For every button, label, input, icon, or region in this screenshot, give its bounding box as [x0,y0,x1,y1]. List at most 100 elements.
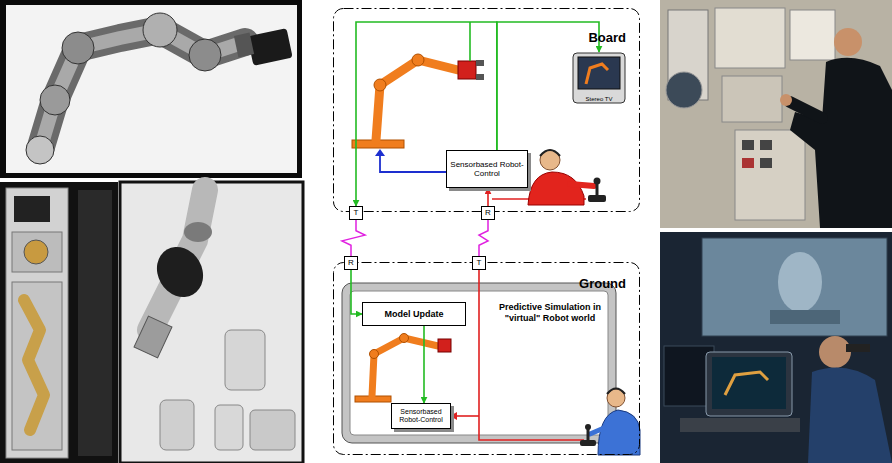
panel-heading: Ground [579,276,626,291]
operator-figure [570,184,594,186]
box-label: R [348,258,354,267]
robot-arm-photo [234,33,254,58]
rack-photo [24,240,48,264]
astronaut-photo [666,72,702,108]
radio-link [342,220,365,256]
ground-station-photo [702,238,887,336]
panel-heading: Board [588,30,626,45]
operator-figure [580,440,596,446]
operator-figure [450,270,640,455]
manipulator-photo [148,238,212,305]
command-arrow [375,149,446,172]
astronaut-photo [742,140,754,150]
manipulator-photo [120,182,303,463]
tv-monitor: Stereo TV [572,52,626,104]
robot-arm-photo [143,13,177,47]
manipulator-photo [250,410,295,450]
box-label: T [354,208,359,217]
astronaut-photo [760,140,772,150]
rack-photo [24,300,44,430]
robot-symbol [372,338,438,396]
port-box: R [481,206,495,220]
rack-photo [6,188,68,458]
ground-station-photo [660,232,892,463]
astronaut-photo [834,28,862,56]
signal-line [487,188,489,206]
port-box: T [472,256,486,270]
manipulator-photo [184,222,212,242]
astronaut-photo [715,8,785,68]
panel-outline [334,263,640,455]
panel-outline [334,9,640,212]
astronaut-photo [760,158,772,168]
control-box: Sensorbased Robot-Control [446,150,528,188]
rack-photo [0,182,118,463]
robot-symbol [476,60,484,66]
robot-arm-photo [40,30,245,150]
robot-symbol [376,60,458,140]
control-box: Sensorbased Robot-Control [391,403,451,429]
astronaut-photo [742,158,754,168]
tv-symbol [573,53,625,103]
manipulator-photo [160,400,194,450]
rack-photo [12,232,62,272]
operator-figure [456,415,479,417]
astronaut-photo [660,0,892,228]
rack-photo [14,196,50,222]
robot-symbol [370,350,379,359]
robot-symbol [352,54,484,148]
ground-station-photo [660,232,892,463]
operator-figure [479,270,584,440]
command-arrow [375,149,385,156]
astronaut-photo [790,10,835,60]
robot-arm-photo [0,0,302,178]
operator-figure [598,410,640,455]
rack-photo [78,190,112,456]
robot-arm-photo [6,5,297,173]
tv-screen [578,57,620,89]
robot-symbol [438,339,451,352]
astronaut-photo [790,102,822,118]
operator-figure [585,424,591,430]
robot-symbol [374,79,386,91]
box-label: Model Update [384,309,443,319]
box-label: Sensorbased Robot-Control [393,408,449,424]
robot-arm-photo [62,32,94,64]
rack-photo [12,282,62,450]
ground-station-photo [808,368,892,463]
robot-symbol [412,54,424,66]
astronaut-photo [780,94,792,106]
box-label: T [477,258,482,267]
operator-figure [540,150,560,170]
astronaut-photo [790,58,892,228]
tv-label: Stereo TV [572,96,626,102]
ground-station-photo [725,372,768,395]
box-label: Sensorbased Robot-Control [448,160,526,178]
ground-station-photo [706,352,792,416]
operator-figure [588,195,606,202]
panel-note: Predictive Simulation in "virtual" Robot… [493,302,607,324]
sensor-line [469,22,471,61]
robot-arm-photo [0,0,302,178]
operator-figure [528,172,584,205]
astronaut-photo [735,130,805,220]
command-arrow [380,154,446,172]
port-box: T [349,206,363,220]
operator-figure [540,150,560,156]
robot-symbol [476,74,484,80]
astronaut-photo [660,0,892,228]
robot-arm-photo [247,28,292,66]
box-label: R [485,208,491,217]
process-box: Model Update [362,302,466,326]
ground-station-photo [846,344,870,352]
robot-arm-photo [40,85,70,115]
tv-screen [586,64,608,84]
signal-line [351,270,362,314]
ground-station-photo [712,357,786,409]
manipulator-photo [225,330,265,390]
operator-figure [450,412,457,420]
ground-station-photo [770,310,840,324]
operator-figure [607,389,625,395]
